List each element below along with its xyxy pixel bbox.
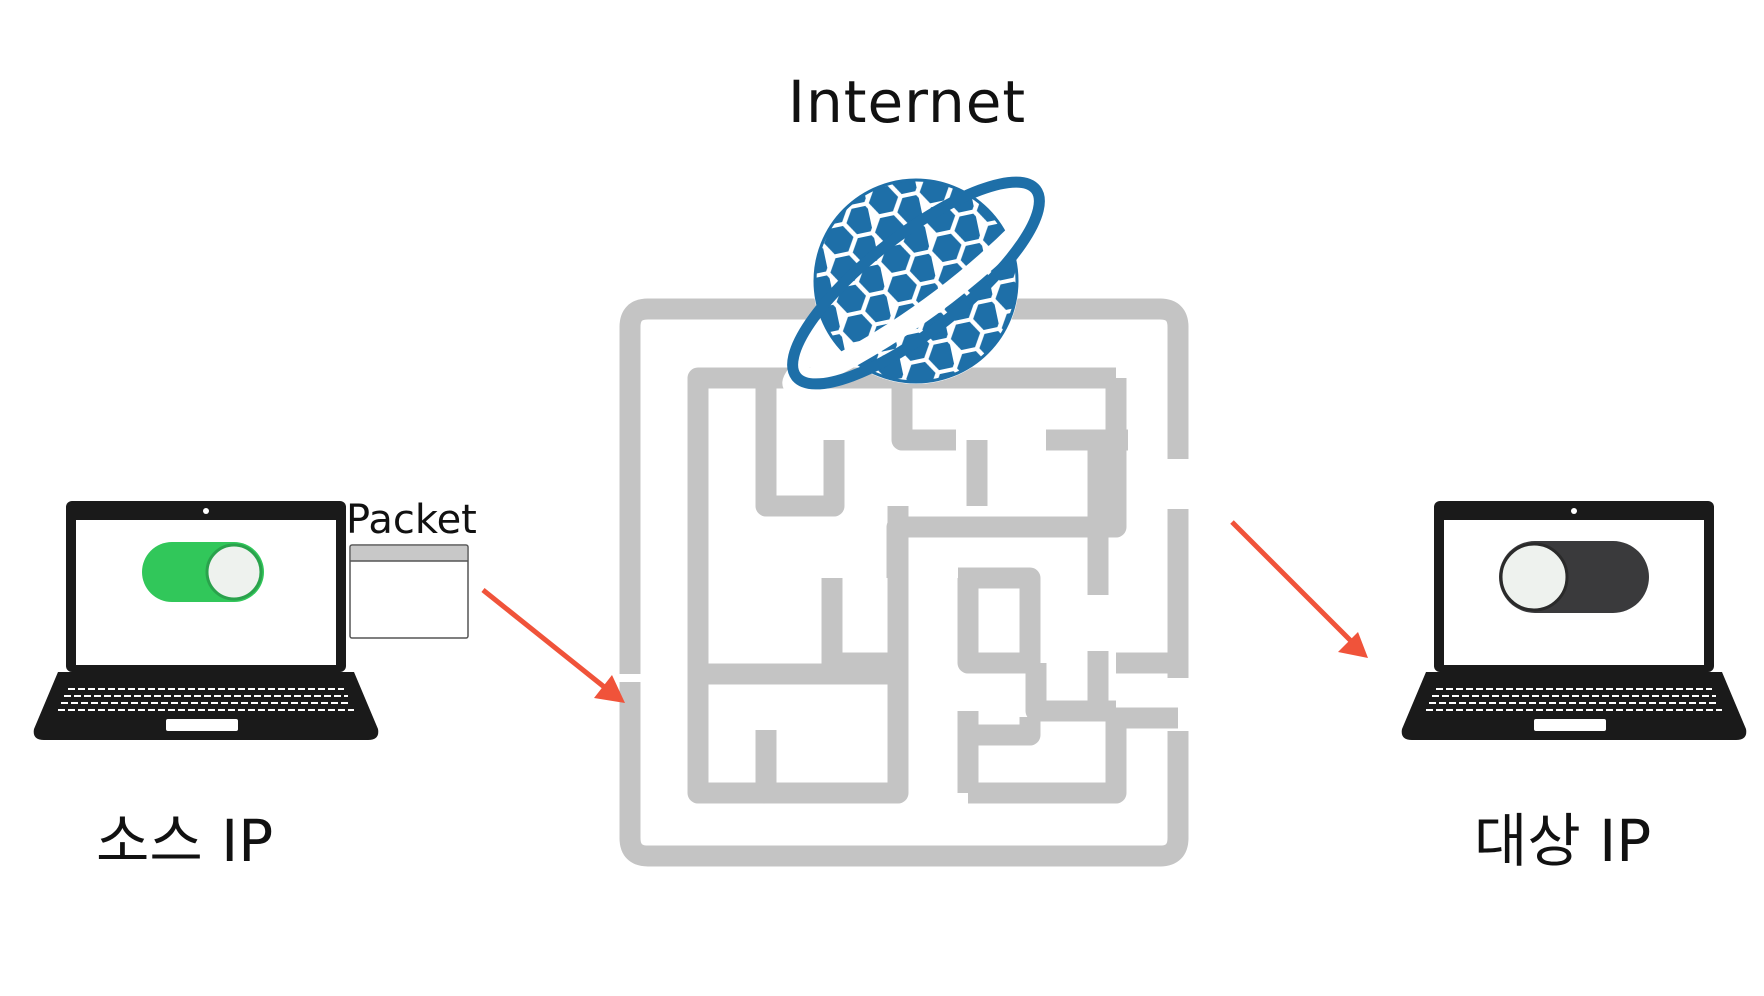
laptop-icon	[1401, 501, 1747, 740]
maze-icon	[619, 298, 1189, 867]
arrow-icon	[481, 588, 625, 703]
toggle-switch-icon	[1499, 541, 1649, 613]
packet-window-icon	[349, 544, 469, 639]
arrow-icon	[1230, 520, 1368, 658]
packet-label: Packet	[346, 497, 477, 543]
toggle-switch-icon	[142, 542, 264, 602]
globe-orbit-icon	[782, 158, 1059, 395]
laptop-icon	[33, 501, 379, 740]
source-ip-label: 소스 IP	[96, 807, 274, 875]
destination-ip-label: 대상 IP	[1474, 807, 1652, 875]
internet-title: Internet	[787, 68, 1027, 136]
